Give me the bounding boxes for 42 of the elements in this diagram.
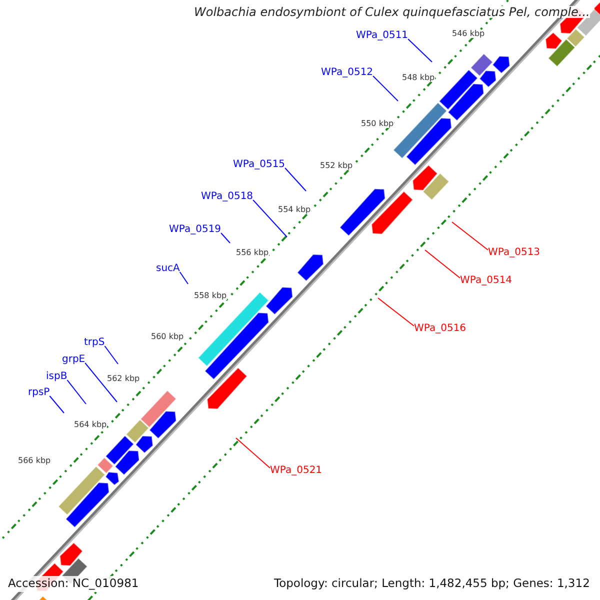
leader-line [378, 298, 414, 326]
leader-line [179, 272, 188, 284]
leader-line [104, 346, 118, 364]
gene-label: WPa_0515 [233, 160, 286, 170]
gene-label: WPa_0518 [201, 192, 254, 202]
title: Wolbachia endosymbiont of Culex quinquefasciatus Pel, comple... [194, 6, 590, 18]
gene-label: WPa_0521 [270, 466, 322, 476]
gene-label: trpS [84, 338, 105, 348]
gene-label: WPa_0516 [414, 324, 466, 334]
gene-label: WPa_0511 [356, 31, 408, 41]
gene-label: WPa_0514 [460, 276, 512, 286]
scale-label: 564 kbp [74, 421, 107, 429]
scale-label: 554 kbp [278, 206, 311, 214]
gene-label: grpE [62, 355, 86, 365]
leader-line [408, 38, 432, 62]
genome-info-text: Topology: circular; Length: 1,482,455 bp; Genes: 1,312 [274, 576, 590, 592]
leader-line [84, 362, 118, 402]
leader-line [49, 396, 64, 414]
gene-label: WPa_0512 [321, 68, 374, 78]
scale-label: 550 kbp [361, 120, 394, 128]
gene-label: WPa_0513 [488, 248, 540, 258]
scale-label: 560 kbp [151, 333, 184, 341]
scale-label: 546 kbp [452, 30, 485, 38]
scale-label: 566 kbp [18, 457, 51, 465]
leader-line [252, 200, 288, 238]
accession-text: Accession: NC_010981 [8, 576, 139, 592]
gene-label: ispB [46, 372, 68, 382]
leader-line [66, 380, 86, 404]
scale-label: 562 kbp [107, 375, 140, 383]
scale-label: 556 kbp [236, 249, 269, 257]
leader-line [284, 168, 306, 192]
leader-line [236, 438, 270, 468]
leader-line [452, 222, 488, 250]
scale-label: 552 kbp [320, 162, 353, 170]
gene-label: rpsP [28, 388, 50, 398]
leader-line [220, 232, 230, 244]
gene-label: WPa_0519 [169, 225, 222, 235]
scale-label: 558 kbp [194, 292, 227, 300]
scale-label: 548 kbp [402, 74, 435, 82]
gene-label: sucA [156, 264, 180, 274]
leader-line [372, 76, 398, 102]
leader-line [424, 250, 460, 278]
